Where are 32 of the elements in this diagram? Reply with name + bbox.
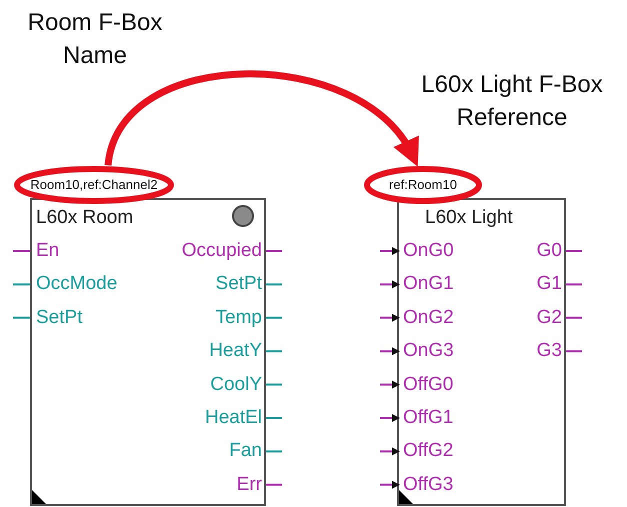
- pin-label: Err: [236, 474, 262, 496]
- pin-label: SetPt: [36, 306, 82, 329]
- pin-label: OffG1: [403, 407, 454, 429]
- pin-label: G1: [536, 273, 562, 296]
- pin-label: HeatY: [209, 340, 262, 362]
- function-block: [30, 198, 266, 506]
- pin-label: OnG3: [403, 340, 454, 362]
- callout-label: Room F-Box Name: [26, 8, 164, 71]
- pin-label: Occupied: [182, 240, 262, 262]
- arrow: [104, 70, 420, 166]
- pin-label: Temp: [216, 306, 262, 329]
- pin-label: G2: [536, 306, 562, 329]
- pin-label: Fan: [229, 440, 262, 462]
- pin-label: G3: [536, 340, 562, 362]
- pin-label: OnG1: [403, 273, 454, 296]
- pin-label: OnG2: [403, 306, 454, 329]
- pin-label: CoolY: [210, 374, 262, 396]
- pin-label: SetPt: [216, 273, 262, 296]
- block-reference-label: Room10,ref:Channel2: [29, 177, 159, 193]
- pin-label: OffG0: [403, 374, 454, 396]
- pin-label: OccMode: [36, 273, 118, 296]
- pin-label: OffG2: [403, 440, 454, 462]
- function-block: [397, 198, 566, 506]
- pin-label: En: [36, 240, 60, 262]
- pin-label: G0: [536, 240, 562, 262]
- callout-label: L60x Light F-Box Reference: [420, 70, 604, 133]
- pin-label: HeatEl: [204, 407, 262, 429]
- pin-label: OnG0: [403, 240, 454, 262]
- pin-label: OffG3: [403, 474, 454, 496]
- block-title: L60x Light: [425, 207, 513, 229]
- block-title: L60x Room: [36, 207, 134, 229]
- block-reference-label: ref:Room10: [388, 177, 458, 193]
